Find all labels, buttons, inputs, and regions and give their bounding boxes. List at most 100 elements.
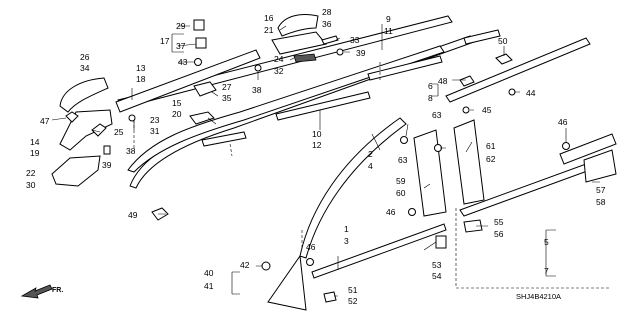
rail-tube — [115, 49, 261, 113]
callout-27: 27 — [222, 82, 232, 92]
callout-51: 51 — [348, 285, 358, 295]
callout-63b: 63 — [398, 155, 408, 165]
clip-25 — [91, 123, 107, 137]
end-piece-57 — [583, 149, 617, 183]
callout-38b: 38 — [126, 146, 136, 156]
callout-16: 16 — [264, 13, 274, 23]
callout-3: 3 — [344, 236, 349, 246]
callout-19: 19 — [30, 148, 40, 158]
clip-46a — [562, 142, 570, 150]
callout-10: 10 — [312, 129, 322, 139]
clip-53 — [435, 235, 447, 249]
front-direction-arrow-icon — [20, 284, 53, 299]
clip-23 — [189, 111, 215, 125]
callout-28: 28 — [322, 7, 332, 17]
callout-46c: 46 — [306, 242, 316, 252]
callout-54: 54 — [432, 271, 442, 281]
callout-11: 11 — [384, 26, 393, 36]
callout-30: 30 — [26, 180, 36, 190]
roof-end-strip — [463, 29, 501, 45]
callout-60: 60 — [396, 188, 406, 198]
callout-29: 29 — [176, 21, 186, 31]
callout-45: 45 — [482, 105, 492, 115]
callout-33: 33 — [350, 35, 360, 45]
clip-29 — [193, 19, 205, 31]
roof-short-strip — [201, 131, 247, 147]
bolt-33 — [321, 35, 339, 45]
door-frame-molding — [299, 117, 407, 259]
clip-47 — [65, 111, 79, 123]
callout-35: 35 — [222, 93, 232, 103]
cover-22 — [51, 155, 101, 187]
screw-45 — [462, 106, 470, 114]
callout-49: 49 — [128, 210, 138, 220]
clip-42 — [261, 261, 271, 271]
callout-36: 36 — [322, 19, 332, 29]
roof-molding-second — [127, 45, 445, 173]
callout-14: 14 — [30, 137, 40, 147]
callout-55: 55 — [494, 217, 504, 227]
callout-4: 4 — [368, 161, 373, 171]
clip-37 — [195, 37, 207, 49]
callout-26: 26 — [80, 52, 90, 62]
callout-52: 52 — [348, 296, 358, 306]
callout-15: 15 — [172, 98, 182, 108]
callout-59: 59 — [396, 176, 406, 186]
callout-61: 61 — [486, 141, 496, 151]
callout-43: 43 — [178, 57, 188, 67]
callout-32: 32 — [274, 66, 284, 76]
callout-37: 37 — [176, 41, 186, 51]
cover-28 — [277, 14, 319, 37]
corner-piece-40 — [267, 254, 307, 311]
callout-41: 41 — [204, 281, 214, 291]
callout-46b: 46 — [386, 207, 396, 217]
callout-62: 62 — [486, 154, 496, 164]
screw-38a — [254, 64, 262, 72]
pillar-61 — [453, 119, 485, 205]
callout-31: 31 — [150, 126, 160, 136]
diagram-code: SHJ4B4210A — [516, 292, 561, 301]
callout-40: 40 — [204, 268, 214, 278]
callout-47: 47 — [40, 116, 50, 126]
callout-1: 1 — [344, 224, 349, 234]
callout-8: 8 — [428, 93, 433, 103]
door-molding-front — [311, 223, 447, 279]
screw-43 — [194, 58, 202, 66]
callout-20: 20 — [172, 109, 182, 119]
callout-48: 48 — [438, 76, 448, 86]
callout-21: 21 — [264, 25, 274, 35]
callout-56: 56 — [494, 229, 504, 239]
callout-18: 18 — [136, 74, 146, 84]
callout-53: 53 — [432, 260, 442, 270]
front-direction-label: FR. — [52, 287, 63, 294]
leader-lines — [51, 24, 600, 297]
callout-labels: 29 17 37 43 26 34 13 18 47 14 19 25 39 2… — [26, 7, 606, 306]
rear-molding-upper — [559, 133, 617, 165]
screw-38b — [128, 114, 136, 122]
callout-17: 17 — [160, 36, 170, 46]
callout-24: 24 — [274, 54, 284, 64]
callout-13: 13 — [136, 63, 146, 73]
clip-46b — [408, 208, 416, 216]
roof-molding-small-strip — [367, 55, 443, 81]
callout-57: 57 — [596, 185, 606, 195]
callout-44: 44 — [526, 88, 536, 98]
callout-39b: 39 — [356, 48, 366, 58]
callout-38a: 38 — [252, 85, 262, 95]
clip-27 — [193, 81, 217, 97]
dashed-guides — [133, 62, 610, 289]
callout-5: 5 — [544, 237, 549, 247]
bracket-55 — [463, 219, 483, 233]
callout-2: 2 — [368, 149, 373, 159]
callout-39a: 39 — [102, 160, 112, 170]
callout-22: 22 — [26, 168, 36, 178]
pad-24 — [293, 53, 317, 63]
clip-51 — [323, 291, 337, 303]
callout-12: 12 — [312, 140, 322, 150]
callout-46a: 46 — [558, 117, 568, 127]
clip-39a — [103, 145, 111, 155]
callout-50: 50 — [498, 36, 508, 46]
clip-46c — [306, 258, 314, 266]
bracket-24 — [271, 31, 327, 55]
